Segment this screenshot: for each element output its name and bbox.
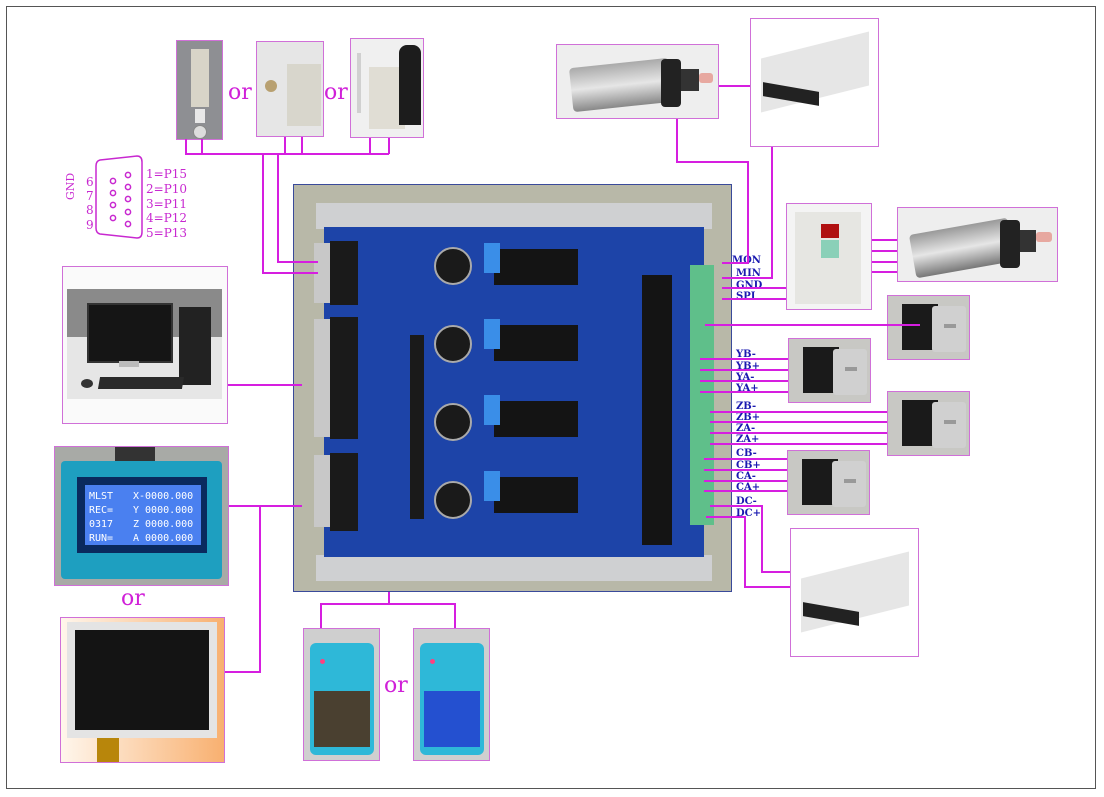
limit-switch-lever <box>350 38 424 138</box>
limit-switch-roller <box>256 41 324 137</box>
db9-pin-2: 2=P10 <box>146 182 188 196</box>
or-label-pendant: or <box>384 673 408 698</box>
db9-pin-9: 9 <box>86 218 94 232</box>
db9-pin-5: 5=P13 <box>146 226 188 240</box>
power-supply-bottom <box>790 528 919 657</box>
terminal-label-yb-plus: YB+ <box>736 361 760 372</box>
terminal-label-dc-plus: DC+ <box>736 508 762 519</box>
db9-pin-1: 1=P15 <box>146 167 188 181</box>
desktop-computer <box>62 266 228 424</box>
terminal-label-ya-minus: YA- <box>736 372 755 383</box>
stepper-motor-z <box>887 391 970 456</box>
diagram-frame <box>6 6 1096 789</box>
spindle-motor-top <box>556 44 719 119</box>
handheld-pendant-dark <box>303 628 380 761</box>
tft-lcd <box>60 617 225 763</box>
terminal-label-ca-minus: CA- <box>736 471 756 482</box>
db9-pin-3: 3=P11 <box>146 197 188 211</box>
terminal-label-mon: MON <box>732 255 761 266</box>
stepper-motor-c <box>787 450 870 515</box>
terminal-label-spi: SPI <box>736 291 756 302</box>
lcd-line-2-right: Y 0000.000 <box>133 505 193 516</box>
terminal-label-min: MIN <box>736 268 761 279</box>
db9-gnd-label: GND <box>64 172 77 200</box>
terminal-label-cb-plus: CB+ <box>736 460 761 471</box>
db9-pin-4: 4=P12 <box>146 211 188 225</box>
stepper-motor-y <box>788 338 871 403</box>
power-supply-top <box>750 18 879 147</box>
vfd-inverter <box>786 203 872 310</box>
terminal-label-zb-plus: ZB+ <box>736 412 761 423</box>
db9-pin-7: 7 <box>86 189 94 203</box>
handheld-pendant-blue <box>413 628 490 761</box>
or-label-lcd: or <box>121 586 145 611</box>
or-label-switch-1: or <box>228 80 252 105</box>
or-label-switch-2: or <box>324 80 348 105</box>
terminal-label-gnd: GND <box>736 280 763 291</box>
terminal-label-za-minus: ZA- <box>736 423 756 434</box>
lcd-line-3-left: 0317 <box>89 519 113 530</box>
terminal-label-ca-plus: CA+ <box>736 482 761 493</box>
terminal-label-zb-minus: ZB- <box>736 401 757 412</box>
stepper-motor-x <box>887 295 970 360</box>
lcd-line-4-left: RUN= <box>89 533 113 544</box>
lcd-line-2-left: REC= <box>89 505 113 516</box>
lcd-line-3-right: Z 0000.000 <box>133 519 193 530</box>
lcd-screen: MLST X-0000.000 REC= Y 0000.000 0317 Z 0… <box>85 485 201 545</box>
terminal-label-cb-minus: CB- <box>736 448 757 459</box>
terminal-label-ya-plus: YA+ <box>736 383 759 394</box>
lcd-line-1-left: MLST <box>89 491 113 502</box>
controller-board <box>293 184 732 592</box>
terminal-label-yb-minus: YB- <box>736 349 756 360</box>
db9-pin-8: 8 <box>86 203 94 217</box>
spindle-motor-right <box>897 207 1058 282</box>
lcd-line-4-right: A 0000.000 <box>133 533 193 544</box>
terminal-label-dc-minus: DC- <box>736 496 757 507</box>
db9-pin-6: 6 <box>86 175 94 189</box>
lcd-line-1-right: X-0000.000 <box>133 491 193 502</box>
terminal-label-za-plus: ZA+ <box>736 434 760 445</box>
character-lcd: MLST X-0000.000 REC= Y 0000.000 0317 Z 0… <box>54 446 229 586</box>
